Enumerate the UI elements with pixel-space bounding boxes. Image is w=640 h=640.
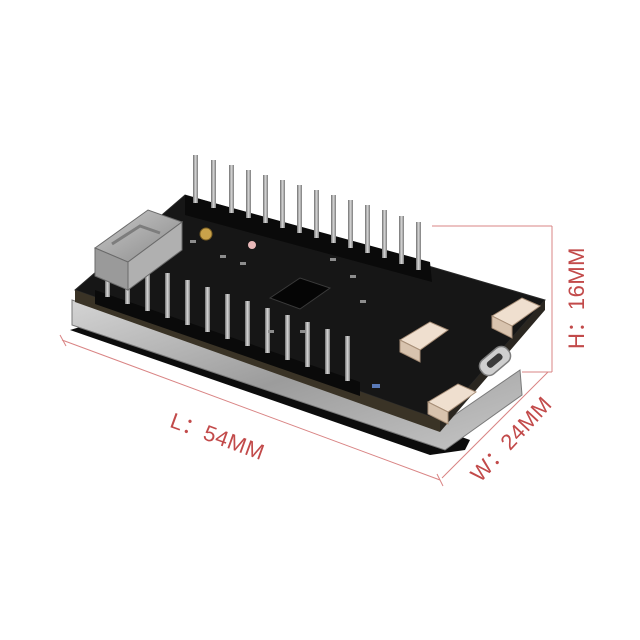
- antenna-connector: [199, 227, 213, 241]
- wifi-shield-icon: [93, 209, 184, 291]
- height-dimension-label: H：16MM: [564, 246, 589, 350]
- status-led: [248, 241, 256, 249]
- main-chip: [268, 277, 332, 310]
- smd-components: [190, 240, 380, 388]
- jst-connector-icon: [398, 297, 542, 425]
- dimension-lines: [59, 225, 553, 487]
- usb-c-port-icon: [478, 345, 512, 377]
- front-pin-header: [95, 290, 360, 396]
- back-header-pins: [193, 155, 421, 270]
